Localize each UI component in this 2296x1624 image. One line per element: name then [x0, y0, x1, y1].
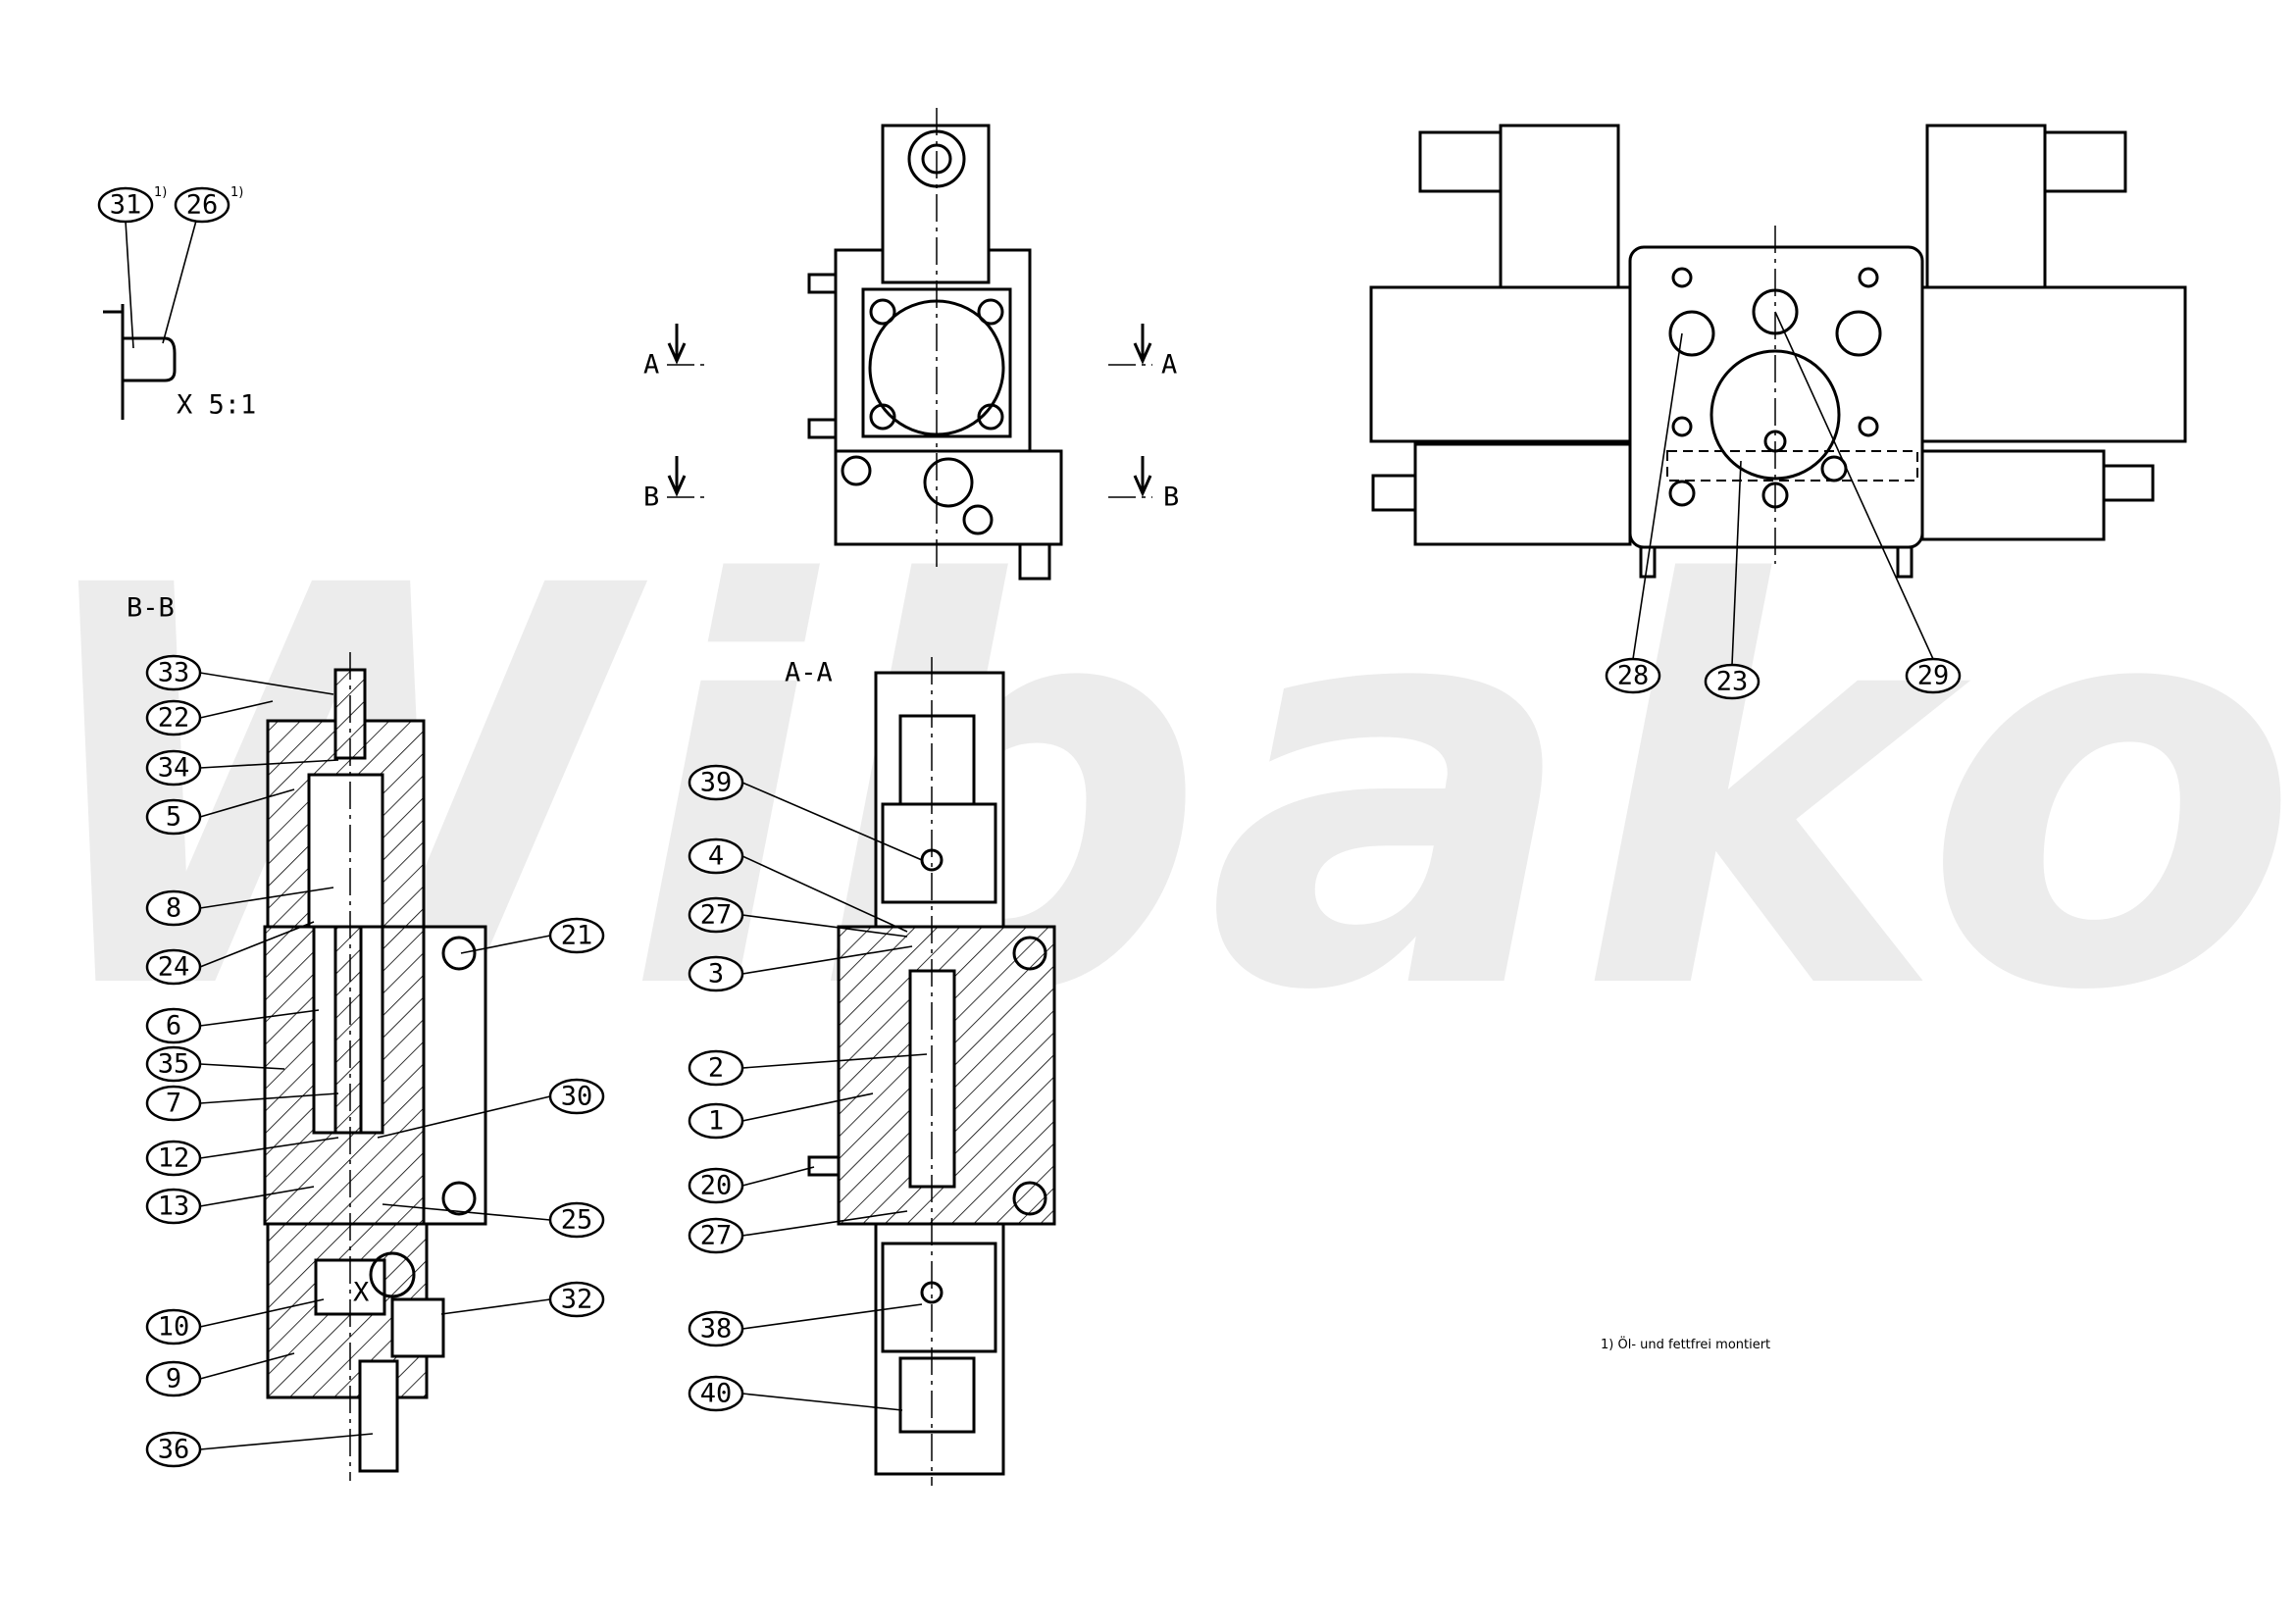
balloon: 39 [688, 764, 744, 801]
section-a-label: A [1161, 350, 1177, 381]
svg-text:22: 22 [158, 703, 190, 734]
detail-scale-label: X 5:1 [177, 390, 256, 421]
section-title-bb: B-B [127, 593, 175, 624]
svg-text:3: 3 [708, 959, 724, 990]
balloon: 40 [688, 1375, 744, 1412]
balloon: 26 [174, 186, 230, 224]
svg-text:29: 29 [1917, 661, 1950, 691]
svg-text:24: 24 [158, 952, 190, 983]
balloon: 4 [688, 837, 744, 875]
balloon: 31 [97, 186, 154, 224]
balloon: 35 [145, 1045, 202, 1083]
balloon: 24 [145, 948, 202, 986]
balloon: 25 [548, 1201, 605, 1239]
svg-text:2: 2 [708, 1053, 724, 1084]
svg-text:40: 40 [700, 1379, 733, 1409]
footnote-marker: 1) [230, 185, 243, 200]
balloon: 32 [548, 1281, 605, 1318]
svg-text:7: 7 [166, 1089, 181, 1119]
svg-text:26: 26 [186, 190, 219, 221]
balloon: 33 [145, 654, 202, 691]
balloon: 27 [688, 1217, 744, 1254]
section-b-b: B-B X [127, 593, 487, 1481]
section-a-a-balloons: 39 4 27 3 2 1 20 27 38 40 [688, 764, 928, 1412]
side-view: A A B B [643, 108, 1179, 581]
balloon: 3 [688, 955, 744, 992]
balloon: 29 [1905, 657, 1962, 694]
svg-text:21: 21 [561, 921, 593, 951]
section-title-aa: A-A [785, 658, 833, 688]
svg-text:10: 10 [158, 1312, 190, 1343]
detail-x-view: X 5:1 31 26 1) 1) [97, 185, 256, 421]
svg-text:1: 1 [708, 1106, 724, 1137]
svg-text:4: 4 [708, 841, 724, 872]
balloon: 9 [145, 1360, 202, 1397]
svg-text:6: 6 [166, 1011, 181, 1041]
svg-text:9: 9 [166, 1364, 181, 1395]
svg-text:30: 30 [561, 1082, 593, 1112]
svg-text:39: 39 [700, 768, 733, 798]
svg-text:28: 28 [1617, 661, 1650, 691]
svg-text:13: 13 [158, 1192, 190, 1222]
svg-text:35: 35 [158, 1049, 190, 1080]
section-b-label: B [1163, 482, 1179, 513]
svg-text:34: 34 [158, 753, 190, 784]
svg-text:25: 25 [561, 1205, 593, 1236]
svg-text:27: 27 [700, 1221, 733, 1251]
footnote: 1) Öl- und fettfrei montiert [1601, 1336, 1770, 1352]
balloon: 21 [548, 917, 605, 954]
balloon: 27 [688, 896, 744, 934]
balloon: 12 [145, 1140, 202, 1177]
balloon: 6 [145, 1007, 202, 1044]
section-a-a: A-A [785, 657, 1056, 1486]
svg-text:23: 23 [1716, 667, 1749, 697]
balloon: 7 [145, 1085, 202, 1122]
front-view: 28 23 29 [1369, 124, 2187, 700]
detail-x-marker: X [353, 1278, 369, 1308]
section-a-label: A [643, 350, 659, 381]
balloon: 30 [548, 1078, 605, 1115]
section-b-b-balloons: 33 22 34 5 8 24 6 35 7 12 13 10 9 36 21 … [145, 654, 605, 1468]
svg-text:38: 38 [700, 1314, 733, 1345]
balloon: 13 [145, 1188, 202, 1225]
balloon: 34 [145, 749, 202, 787]
svg-text:32: 32 [561, 1285, 593, 1315]
balloon: 38 [688, 1310, 744, 1347]
svg-text:5: 5 [166, 802, 181, 833]
balloon: 28 [1605, 657, 1661, 694]
balloon: 1 [688, 1102, 744, 1140]
balloon: 23 [1704, 663, 1760, 700]
svg-text:36: 36 [158, 1435, 190, 1465]
balloon: 8 [145, 889, 202, 927]
svg-text:27: 27 [700, 900, 733, 931]
svg-text:31: 31 [110, 190, 142, 221]
svg-text:33: 33 [158, 658, 190, 688]
balloon: 10 [145, 1308, 202, 1345]
footnote-marker: 1) [154, 185, 167, 200]
balloon: 2 [688, 1049, 744, 1087]
balloon: 22 [145, 699, 202, 736]
balloon: 5 [145, 798, 202, 836]
section-b-label: B [643, 482, 659, 513]
balloon: 36 [145, 1431, 202, 1468]
svg-text:12: 12 [158, 1143, 190, 1174]
svg-text:20: 20 [700, 1171, 733, 1201]
svg-text:8: 8 [166, 893, 181, 924]
balloon: 20 [688, 1167, 744, 1204]
